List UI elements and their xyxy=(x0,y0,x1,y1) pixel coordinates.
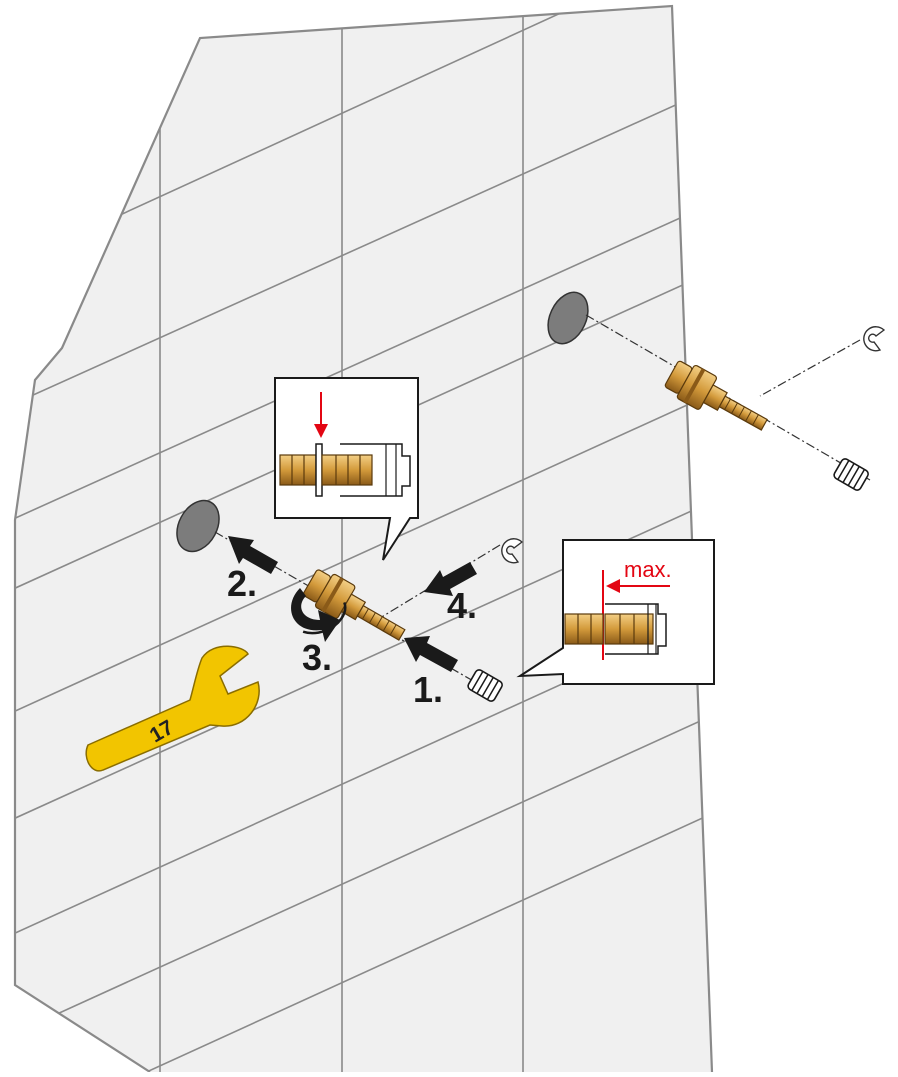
step-label-4: 4. xyxy=(447,585,477,626)
tiled-wall xyxy=(0,0,720,1072)
axis-line-right-clip xyxy=(760,340,860,396)
step-label-2: 2. xyxy=(227,563,257,604)
retaining-clip-right xyxy=(864,327,884,351)
step-label-1: 1. xyxy=(413,669,443,710)
max-label: max. xyxy=(624,557,672,582)
step-label-3: 3. xyxy=(302,637,332,678)
push-cap-right xyxy=(833,457,870,491)
